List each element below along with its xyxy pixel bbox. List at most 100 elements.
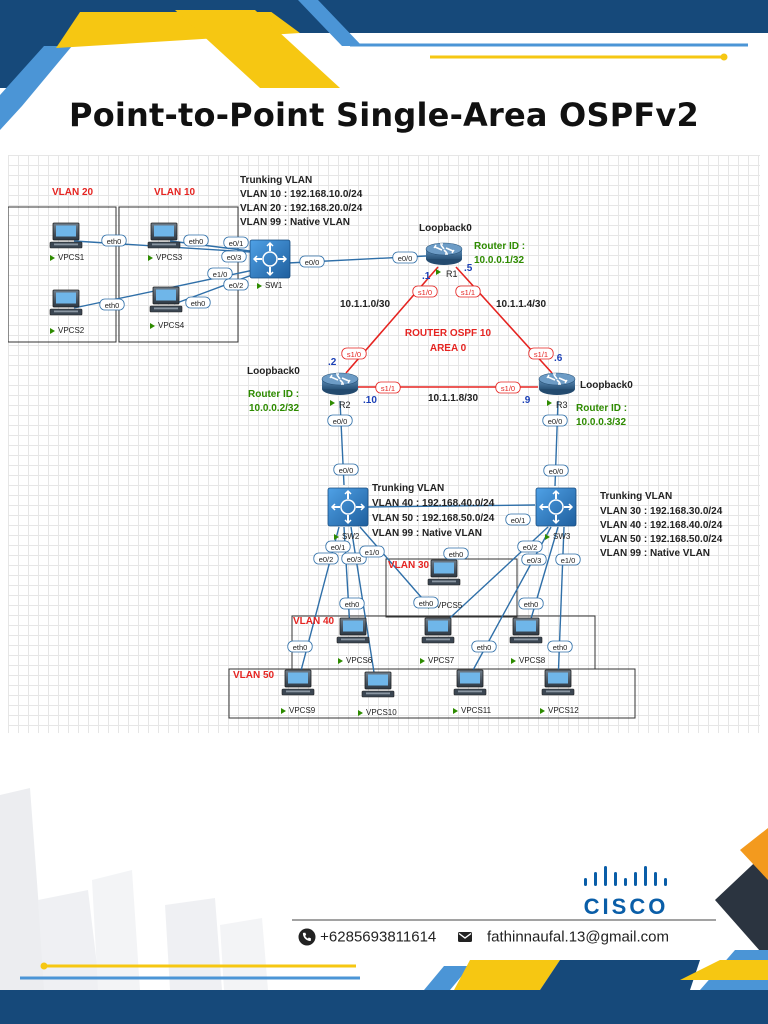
top-rule-dot [720, 53, 728, 61]
bottom-navy-band [0, 990, 768, 1024]
switch-sw3[interactable] [535, 487, 577, 527]
sw3-trunk-vlan50: VLAN 50 : 192.168.50.0/24 [600, 534, 723, 545]
pc-vpcs7[interactable] [421, 617, 455, 644]
router-r1[interactable] [425, 242, 463, 266]
top-navy-parallelogram [255, 0, 372, 33]
bottom-right-orange-triangle [740, 828, 768, 880]
addr-r1-b: .5 [464, 263, 473, 274]
iface-sw3-e1-0-text: e1/0 [561, 556, 576, 565]
iface-sw1-e1-0-text: e1/0 [213, 270, 228, 279]
iface-r1-s1-0: s1/0 [412, 285, 438, 298]
iface-r3-e0-0-text: e0/0 [548, 417, 563, 426]
link-sw2-vpcs5 [359, 526, 429, 606]
iface-r1-s1-1: s1/1 [455, 285, 481, 298]
r2-id-label: Router ID : [248, 389, 299, 400]
iface-sw3-e0-3-text: e0/3 [527, 556, 542, 565]
pc-vpcs8[interactable] [509, 617, 543, 644]
iface-r3-s1-0: s1/0 [495, 381, 521, 394]
vpcs6-name: VPCS6 [346, 656, 373, 665]
sw3-trunk-vlan40: VLAN 40 : 192.168.40.0/24 [600, 520, 723, 531]
iface-r1-e0-0: e0/0 [392, 251, 418, 264]
pc-vpcs4[interactable] [149, 286, 183, 313]
r3-id-value: 10.0.0.3/32 [576, 417, 626, 428]
switch-sw1[interactable] [249, 239, 291, 279]
r1-id-value: 10.0.0.1/32 [474, 255, 524, 266]
vpcs6-status [338, 658, 343, 664]
vpcs11-name: VPCS11 [461, 706, 492, 715]
iface-vpcs9-eth0-text: eth0 [293, 643, 308, 652]
iface-vpcs4-eth0-text: eth0 [191, 299, 206, 308]
sw2-name: SW2 [342, 532, 360, 541]
addr-r1-a: .1 [422, 271, 431, 282]
ospf-process-label: ROUTER OSPF 10 [405, 328, 492, 339]
iface-vpcs5-eth0: eth0 [413, 596, 439, 609]
vpcs2-status [50, 328, 55, 334]
iface-r1-s1-1-text: s1/1 [461, 288, 475, 297]
link-sw3-vpcs12 [557, 526, 565, 684]
bottom-navy-parallelogram [540, 960, 700, 990]
pc-vpcs2[interactable] [49, 289, 83, 316]
bottom-right-dark-triangle [715, 850, 768, 960]
sw2-trunk-vlan40: VLAN 40 : 192.168.40.0/24 [372, 498, 495, 509]
iface-r2-s1-0: s1/0 [341, 347, 367, 360]
phone-number[interactable]: +6285693811614 [320, 928, 437, 946]
pc-vpcs10[interactable] [361, 671, 395, 698]
pc-vpcs3[interactable] [147, 222, 181, 249]
vpcs3-name: VPCS3 [156, 253, 183, 262]
vlan50-zone [228, 668, 636, 719]
iface-sw2-e0-3-text: e0/3 [347, 555, 362, 564]
link-sw3-vpcs11 [465, 526, 552, 684]
vpcs7-status [420, 658, 425, 664]
r3-status-icon [547, 400, 552, 406]
pc-vpcs5[interactable] [427, 559, 461, 586]
iface-vpcs3-eth0-text: eth0 [189, 237, 204, 246]
network-diagram: VLAN 20 VLAN 10 VLAN 30 VLAN 40 VLAN 50 … [8, 155, 760, 733]
email-address[interactable]: fathinnaufal.13@gmail.com [486, 928, 669, 946]
link-sw3-vpcs8 [527, 526, 559, 630]
vpcs3-status [148, 255, 153, 261]
vlan10-zone [118, 206, 239, 343]
cisco-wordmark: CISCO [584, 894, 669, 919]
router-r3[interactable] [538, 372, 576, 396]
iface-vpcs5-eth0-text: eth0 [419, 599, 434, 608]
iface-sw3-e0-2-text: e0/2 [523, 543, 538, 552]
iface-sw3-e0-0: e0/0 [543, 464, 569, 477]
pc-vpcs12[interactable] [541, 669, 575, 696]
network-topology: VLAN 20 VLAN 10 VLAN 30 VLAN 40 VLAN 50 … [8, 175, 723, 719]
bottom-yellow-parallelogram [454, 960, 560, 990]
sw2-status-icon [334, 534, 339, 540]
switch-sw2[interactable] [327, 487, 369, 527]
addr-r2-a: .2 [328, 357, 337, 368]
vpcs7-name: VPCS7 [428, 656, 455, 665]
router-r2[interactable] [321, 372, 359, 396]
iface-sw1-e0-3: e0/3 [221, 250, 247, 263]
vpcs12-name: VPCS12 [548, 706, 579, 715]
iface-r2-s1-0-text: s1/0 [347, 350, 361, 359]
serial-links [345, 266, 553, 388]
vlan20-zone [8, 206, 117, 343]
sw2-trunk-title: Trunking VLAN [372, 483, 444, 494]
r3-name: R3 [556, 400, 568, 410]
iface-sw2-e0-1: e0/1 [325, 540, 351, 553]
pc-vpcs9[interactable] [281, 669, 315, 696]
pc-vpcs1[interactable] [49, 222, 83, 249]
r2-id-value: 10.0.0.2/32 [249, 403, 299, 414]
iface-sw1-e0-2: e0/2 [223, 278, 249, 291]
vpcs11-status [453, 708, 458, 714]
top-sky-parallelogram [298, 0, 362, 46]
iface-sw1-e1-0: e1/0 [207, 267, 233, 280]
iface-r1-e0-0-text: e0/0 [398, 254, 413, 263]
cisco-logo: CISCO [584, 866, 669, 919]
r3-loopback: Loopback0 [580, 380, 633, 391]
vlan10-label: VLAN 10 [154, 187, 196, 198]
sw3-name: SW3 [553, 532, 571, 541]
vpcs8-name: VPCS8 [519, 656, 546, 665]
bottom-sky-parallelogram [424, 966, 470, 990]
iface-sw1-e0-0: e0/0 [299, 255, 325, 268]
iface-r3-s1-1: s1/1 [528, 347, 554, 360]
iface-sw3-e0-2: e0/2 [517, 540, 543, 553]
vpcs1-name: VPCS1 [58, 253, 85, 262]
pc-vpcs6[interactable] [336, 617, 370, 644]
pc-vpcs11[interactable] [453, 669, 487, 696]
